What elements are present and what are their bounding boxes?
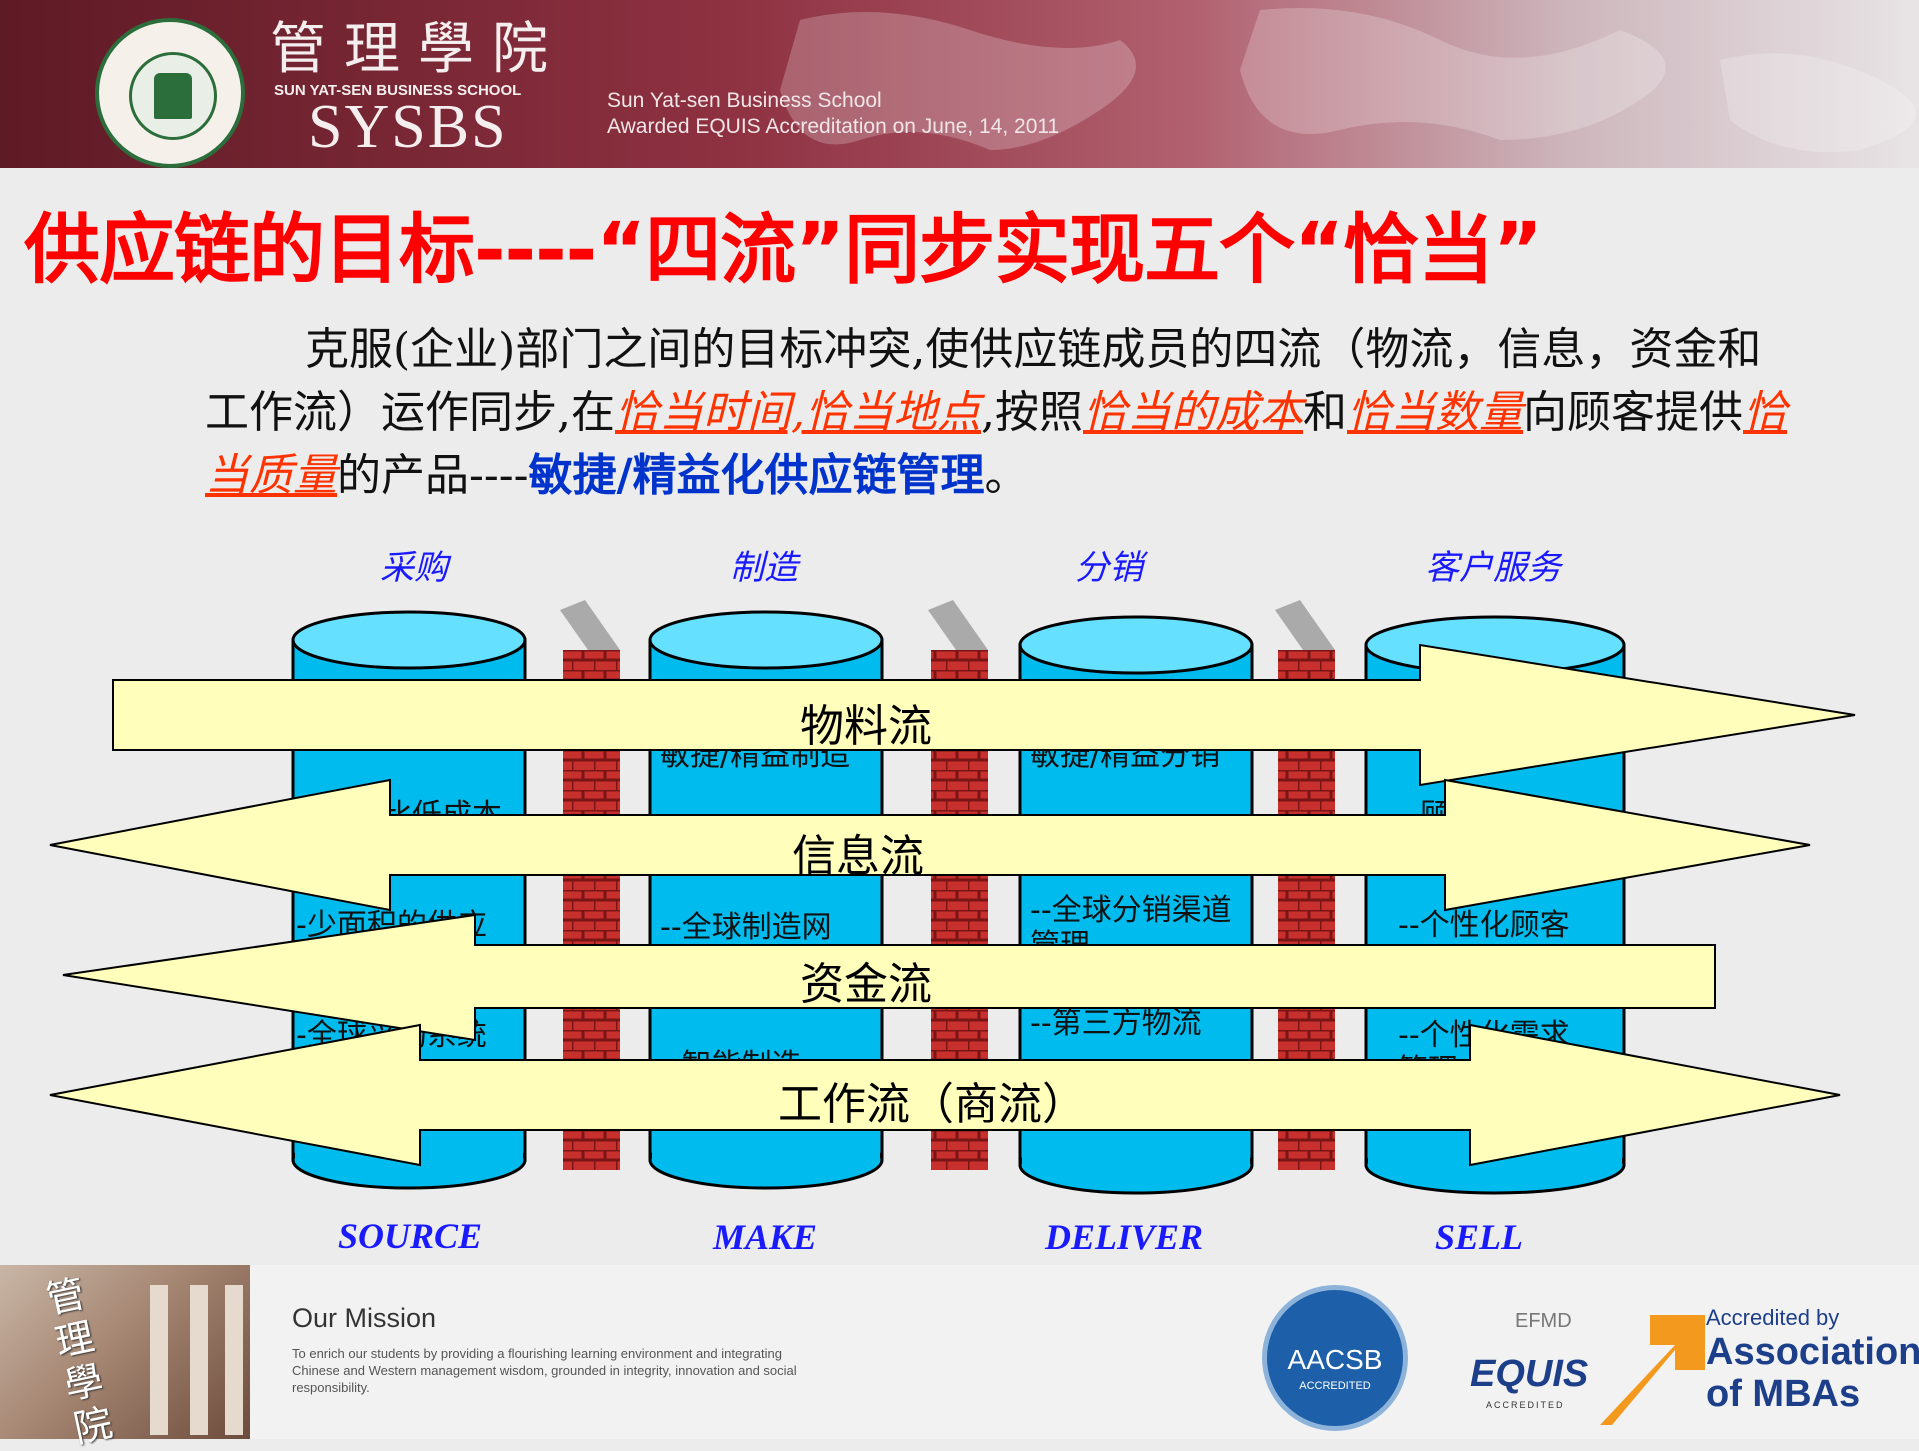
highlight-cost: 恰当的成本 (1083, 387, 1303, 438)
header-banner: 管理學院 SUN YAT-SEN BUSINESS SCHOOL SYSBS S… (0, 0, 1919, 168)
para-text-5: 的产品---- (337, 450, 529, 501)
school-name-en: SUN YAT-SEN BUSINESS SCHOOL (274, 82, 522, 99)
make-text-2: --全球制造网 (660, 910, 832, 945)
funds-flow-label: 资金流 (800, 959, 932, 1010)
accreditation-note: Sun Yat-sen Business School Awarded EQUI… (607, 88, 1059, 140)
material-flow-arrow (112, 643, 1856, 787)
para-text-1: 克服(企业)部门之间的目标冲突,使供应链成员的四流（物流，信息，资金和工作流）运… (205, 324, 1762, 438)
stage-label-deliver-en: DELIVER (1045, 1217, 1204, 1257)
equis-sublabel: ACCREDITED (1486, 1400, 1565, 1410)
highlight-quantity: 恰当数量 (1347, 387, 1523, 438)
material-flow-label: 物料流 (800, 701, 932, 752)
footer-banner: 管理學院 Our Mission To enrich our students … (0, 1265, 1919, 1451)
highlight-quality: 恰当质量 (205, 387, 1787, 501)
para-text-2: ,按照 (981, 387, 1083, 438)
stage-label-make-en: MAKE (713, 1217, 818, 1257)
slide-title: 供应链的目标----“四流”同步实现五个“恰当” (24, 205, 1543, 294)
amba-arrow-icon (1600, 1315, 1705, 1425)
sell-text-2: --个性化顾客 (1398, 908, 1570, 943)
deliver-text-4: --第三方物流 (1030, 1006, 1202, 1041)
accreditation-note-line1: Sun Yat-sen Business School (607, 89, 882, 112)
building-inscription: 管理學院 (42, 1271, 117, 1451)
stage-label-sell-cn: 客户服务 (1425, 548, 1561, 588)
para-text-4: 向顾客提供 (1523, 387, 1743, 438)
para-end: 。 (984, 450, 1029, 501)
world-map-graphic (780, 8, 1916, 153)
amba-name-line2: of MBAs (1706, 1373, 1861, 1415)
information-flow-arrow (49, 778, 1811, 912)
deliver-text-2: --全球分销渠道 (1030, 893, 1232, 928)
aacsb-label: AACSB (1287, 1344, 1383, 1375)
mission-text: To enrich our students by providing a fl… (292, 1346, 797, 1395)
work-flow-label: 工作流（商流） (778, 1079, 1086, 1130)
stage-label-source-cn: 采购 (380, 548, 448, 588)
amba-name-line1: Association (1706, 1331, 1919, 1373)
aacsb-sublabel: ACCREDITED (1299, 1380, 1371, 1392)
funds-flow-arrow (62, 913, 1716, 1042)
accreditation-note-line2: Awarded EQUIS Accreditation on June, 14,… (607, 115, 1060, 138)
para-text-3: 和 (1303, 387, 1347, 438)
highlight-time-place: 恰当时间,恰当地点 (615, 387, 981, 438)
work-flow-arrow (49, 1023, 1841, 1167)
information-flow-label: 信息流 (792, 831, 924, 882)
agile-lean-scm: 敏捷/精益化供应链管理 (528, 450, 985, 501)
building-photo: 管理學院 (0, 1265, 250, 1451)
efmd-label: EFMD (1515, 1310, 1572, 1332)
amba-accredited-by: Accredited by (1706, 1305, 1840, 1330)
stage-label-deliver-cn: 分销 (1075, 548, 1143, 588)
school-abbreviation: SYSBS (308, 93, 508, 161)
four-flows-diagram: 长比低成本 -少面积的供应 -全球采购系统 敏捷/精益制造 --全球制造网 --… (0, 590, 1919, 1200)
aacsb-badge: AACSB ACCREDITED (1262, 1285, 1408, 1431)
stage-label-source-en: SOURCE (338, 1216, 483, 1256)
equis-logo: EQUIS (1470, 1353, 1589, 1395)
stage-label-make-cn: 制造 (730, 548, 798, 588)
mission-title: Our Mission (292, 1303, 437, 1333)
amba-name: Association of MBAs (1706, 1331, 1919, 1415)
school-name-cn: 管理學院 (270, 17, 566, 82)
stage-label-sell-en: SELL (1435, 1217, 1524, 1257)
intro-paragraph: 克服(企业)部门之间的目标冲突,使供应链成员的四流（物流，信息，资金和工作流）运… (205, 318, 1805, 507)
university-seal-logo (95, 18, 245, 168)
